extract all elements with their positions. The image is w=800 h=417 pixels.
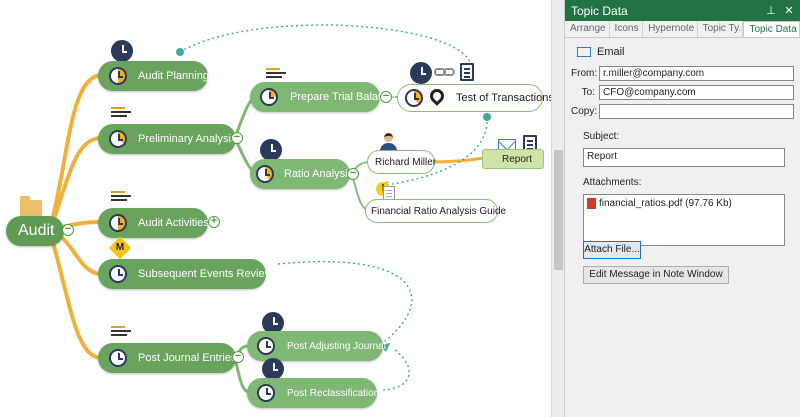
task-clock-icon — [262, 358, 284, 380]
collapse-toggle-root[interactable]: − — [62, 224, 74, 236]
progress-clock-icon — [257, 337, 275, 355]
attachment-item[interactable]: financial_ratios.pdf (97.76 Kb) — [599, 198, 732, 209]
email-icon — [577, 47, 591, 57]
task-bar-icon — [111, 326, 131, 338]
to-label: To: — [581, 87, 595, 98]
task-bar-icon — [266, 68, 286, 80]
task-clock-icon — [260, 139, 282, 161]
pane-tabs: Arrange Icons Hypernote Topic Ty... Topi… — [565, 21, 800, 38]
task-clock-icon — [111, 40, 133, 62]
root-topic-audit[interactable]: Audit — [6, 216, 64, 246]
expand-toggle-audit-activities[interactable]: + — [208, 216, 220, 228]
email-section-header: Email — [565, 42, 800, 62]
scrollbar-thumb[interactable] — [554, 150, 563, 270]
progress-clock-icon — [109, 67, 127, 85]
from-label: From: — [571, 68, 598, 79]
attachments-label: Attachments: — [583, 177, 642, 188]
mindmap-canvas[interactable]: Audit − Audit Planning Preliminary Analy… — [0, 0, 551, 417]
copy-field[interactable] — [599, 104, 794, 119]
attach-file-button[interactable]: Attach File... — [583, 241, 641, 259]
task-clock-icon — [410, 62, 432, 84]
resource-person-icon — [380, 133, 397, 155]
attachments-list[interactable]: financial_ratios.pdf (97.76 Kb) — [583, 194, 785, 246]
topic-richard-miller[interactable]: Richard Miller — [367, 150, 436, 174]
progress-clock-icon — [109, 349, 127, 367]
progress-clock-icon — [109, 130, 127, 148]
tab-icons[interactable]: Icons — [610, 21, 644, 37]
copy-label: Copy: — [571, 106, 598, 117]
collapse-toggle-trial-balance[interactable]: − — [380, 91, 392, 103]
edit-message-button[interactable]: Edit Message in Note Window — [583, 266, 729, 284]
collapse-toggle-ratio[interactable]: − — [347, 168, 359, 180]
subject-group: Subject: Report — [583, 131, 800, 167]
progress-clock-icon — [260, 88, 278, 106]
from-row: From: r.miller@company.com — [571, 64, 800, 83]
pane-title-bar: Topic Data ⊥ ✕ — [565, 0, 800, 21]
tab-arrange[interactable]: Arrange — [565, 21, 610, 37]
to-row: To: CFO@company.com — [571, 83, 800, 102]
topic-financial-ratio-guide[interactable]: Financial Ratio Analysis Guide — [365, 199, 506, 223]
folder-icon — [20, 196, 42, 217]
progress-clock-icon — [109, 214, 127, 232]
milestone-icon: M — [108, 236, 132, 260]
progress-clock-icon — [256, 165, 274, 183]
subject-label: Subject: — [583, 131, 620, 142]
progress-clock-icon — [405, 89, 423, 107]
pdf-icon — [587, 198, 596, 209]
copy-row: Copy: — [571, 102, 800, 121]
attachments-group: Attachments: financial_ratios.pdf (97.76… — [583, 177, 800, 246]
topic-data-pane: Topic Data ⊥ ✕ Arrange Icons Hypernote T… — [564, 0, 800, 417]
collapse-toggle-post-journal[interactable]: − — [232, 351, 244, 363]
pane-title: Topic Data — [571, 3, 628, 18]
task-bar-icon — [111, 107, 131, 119]
relationship-handle[interactable] — [483, 113, 491, 121]
from-field[interactable]: r.miller@company.com — [599, 66, 794, 81]
collapse-toggle-preliminary[interactable]: − — [231, 132, 243, 144]
tab-hypernote[interactable]: Hypernote — [643, 21, 698, 37]
pin-icon[interactable]: ⊥ — [766, 5, 776, 17]
progress-clock-icon — [109, 265, 127, 283]
to-field[interactable]: CFO@company.com — [599, 85, 794, 100]
task-bar-icon — [111, 191, 131, 203]
hyperlink-icon[interactable] — [434, 66, 456, 78]
vertical-scrollbar[interactable] — [551, 0, 564, 417]
topic-report[interactable]: Report — [482, 149, 544, 169]
note-icon[interactable] — [460, 63, 474, 81]
close-icon[interactable]: ✕ — [784, 5, 794, 17]
tab-topic-type[interactable]: Topic Ty... — [698, 21, 744, 37]
relationship-handle[interactable] — [176, 48, 184, 56]
email-label: Email — [597, 46, 625, 58]
subject-field[interactable]: Report — [583, 148, 785, 167]
tab-topic-data[interactable]: Topic Data — [743, 21, 800, 37]
progress-clock-icon — [257, 384, 275, 402]
